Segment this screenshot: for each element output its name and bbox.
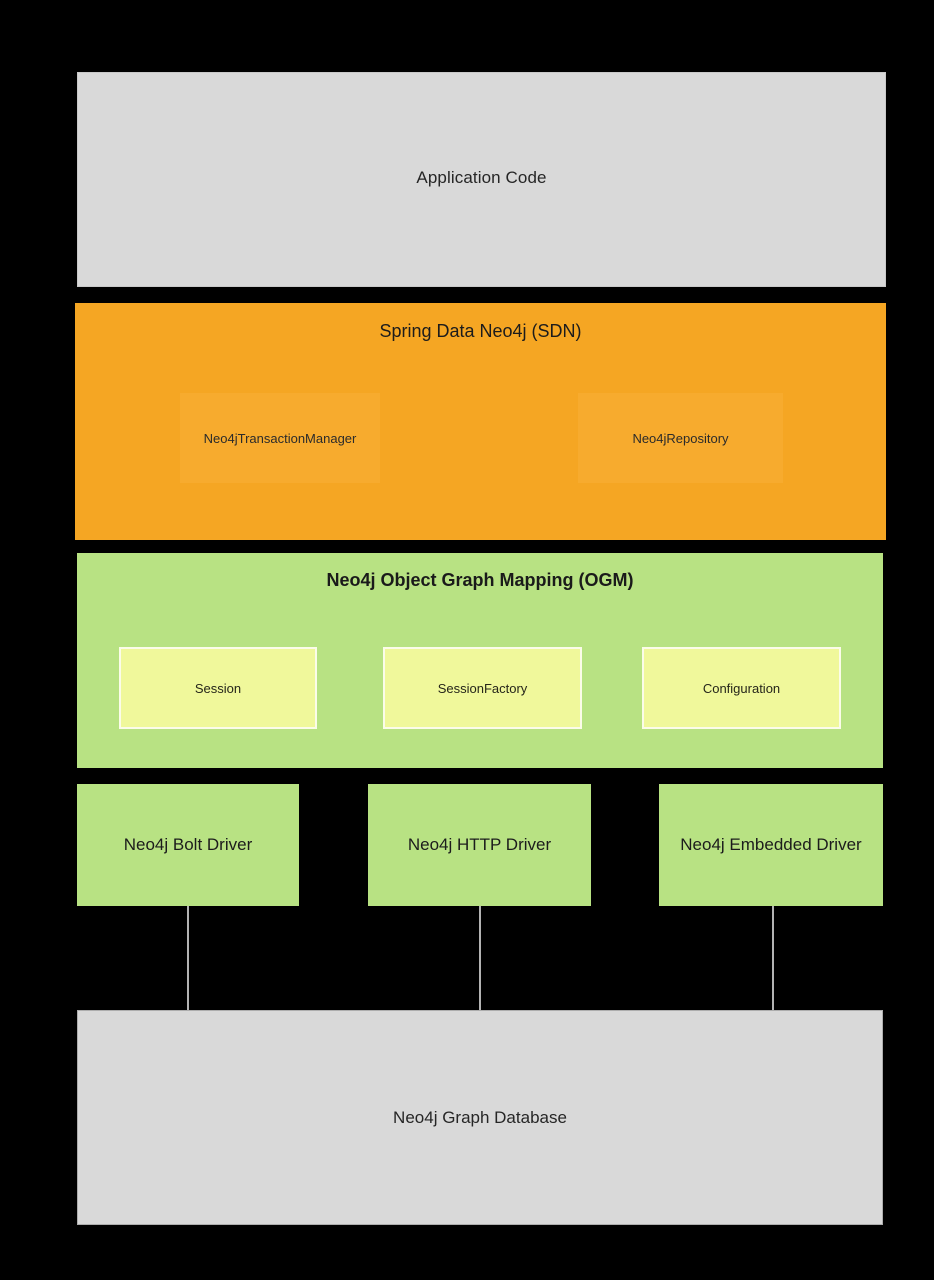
driver-label: Neo4j Bolt Driver [123, 835, 253, 854]
connector-bolt-to-database [187, 906, 189, 1010]
component-session[interactable]: Session [119, 647, 317, 729]
driver-neo4j-embedded[interactable]: Neo4j Embedded Driver [659, 784, 883, 906]
component-label: Session [194, 680, 242, 696]
layer-application-code[interactable]: Application Code [77, 72, 886, 287]
component-label: Neo4jTransactionManager [203, 430, 357, 446]
application-code-label: Application Code [416, 168, 547, 187]
layer-neo4j-graph-database[interactable]: Neo4j Graph Database [77, 1010, 883, 1225]
component-label: Configuration [702, 680, 781, 696]
driver-neo4j-http[interactable]: Neo4j HTTP Driver [368, 784, 591, 906]
spring-data-neo4j-title: Spring Data Neo4j (SDN) [379, 321, 582, 341]
component-neo4j-repository[interactable]: Neo4jRepository [578, 393, 783, 483]
connector-embedded-to-database [772, 906, 774, 1010]
component-session-factory[interactable]: SessionFactory [383, 647, 582, 729]
component-label: Neo4jRepository [632, 430, 729, 446]
component-configuration[interactable]: Configuration [642, 647, 841, 729]
component-label: SessionFactory [437, 680, 528, 696]
connector-http-to-database [479, 906, 481, 1010]
neo4j-ogm-title: Neo4j Object Graph Mapping (OGM) [326, 570, 634, 590]
driver-neo4j-bolt[interactable]: Neo4j Bolt Driver [77, 784, 299, 906]
layer-neo4j-ogm[interactable]: Neo4j Object Graph Mapping (OGM) Session… [77, 553, 883, 768]
layer-spring-data-neo4j[interactable]: Spring Data Neo4j (SDN) Neo4jTransaction… [75, 303, 886, 540]
driver-label: Neo4j HTTP Driver [407, 835, 552, 854]
neo4j-graph-database-label: Neo4j Graph Database [393, 1108, 567, 1127]
driver-label: Neo4j Embedded Driver [680, 835, 862, 854]
component-neo4j-transaction-manager[interactable]: Neo4jTransactionManager [180, 393, 380, 483]
